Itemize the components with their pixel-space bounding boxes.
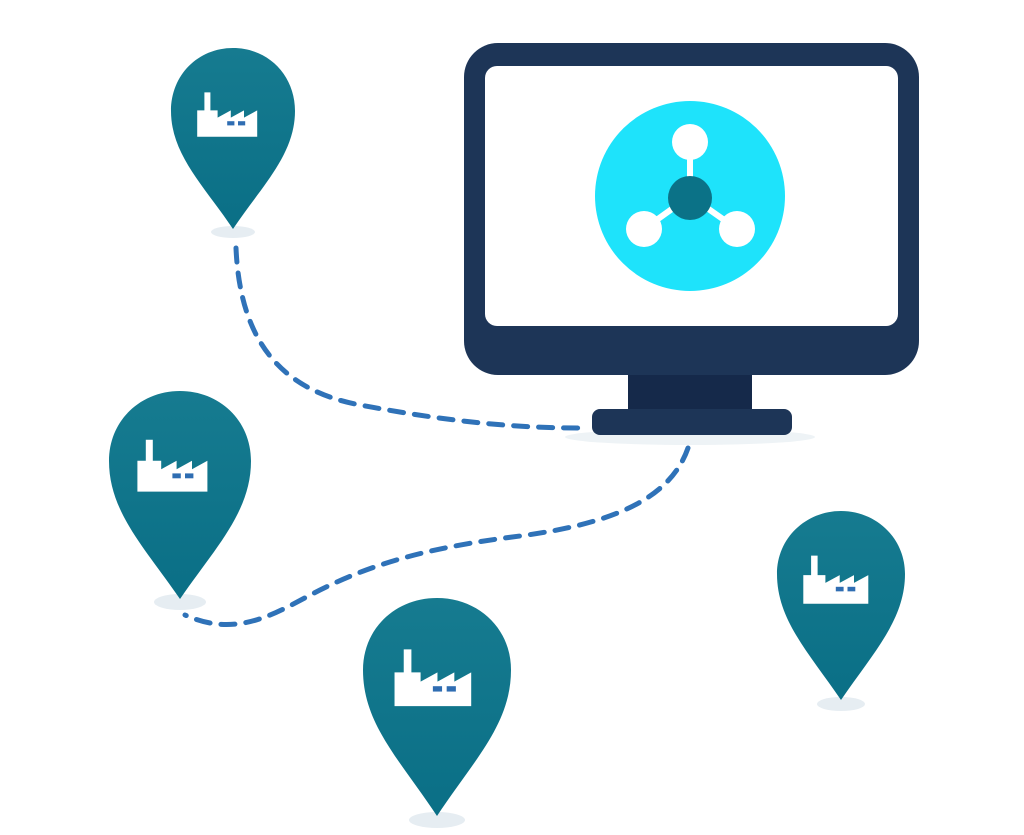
factory-location-pin-2 bbox=[109, 391, 251, 599]
connection-line-middle-left bbox=[182, 445, 691, 627]
factory-location-pin-4 bbox=[777, 511, 905, 700]
map-pin-icon bbox=[777, 511, 905, 700]
map-pin-icon bbox=[363, 598, 511, 816]
pin-shadow bbox=[211, 226, 255, 238]
pin-shadow bbox=[817, 697, 865, 711]
network-hub-icon bbox=[595, 101, 785, 291]
connection-line-top-left bbox=[233, 245, 583, 431]
map-pin-icon bbox=[109, 391, 251, 599]
factory-location-pin-3 bbox=[363, 598, 511, 816]
pin-shadow bbox=[154, 594, 206, 610]
factory-location-pin-1 bbox=[171, 48, 295, 229]
map-pin-icon bbox=[171, 48, 295, 229]
pin-shadow bbox=[409, 812, 465, 828]
